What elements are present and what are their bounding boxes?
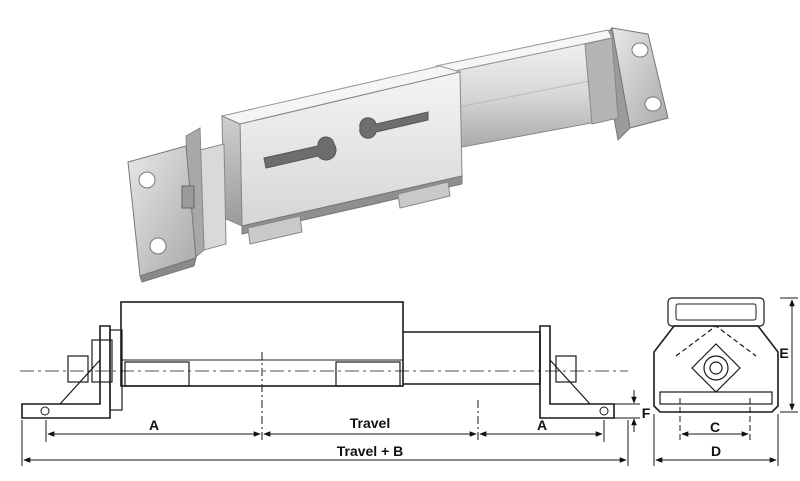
dim-label-travel: Travel bbox=[350, 415, 390, 431]
dim-label-d: D bbox=[711, 443, 721, 459]
square-rod bbox=[435, 29, 619, 151]
handle-loop bbox=[667, 297, 765, 327]
isometric-view bbox=[127, 26, 669, 283]
dim-label-a-left: A bbox=[149, 417, 159, 433]
right-bracket-outline bbox=[539, 325, 615, 419]
side-elevation bbox=[20, 301, 628, 419]
end-elevation bbox=[653, 297, 779, 413]
housing-foot-right bbox=[397, 181, 451, 209]
housing-foot-left bbox=[247, 215, 303, 245]
side-dimensions bbox=[21, 352, 640, 466]
dim-label-e: E bbox=[779, 345, 788, 361]
end-body-outline bbox=[653, 325, 779, 413]
dim-label-travel-plus-b: Travel + B bbox=[337, 443, 404, 459]
hex-nut bbox=[181, 185, 195, 209]
left-bracket-outline bbox=[21, 325, 111, 419]
dim-label-f: F bbox=[642, 405, 651, 421]
slide-housing bbox=[220, 65, 463, 245]
left-mounting-plate bbox=[127, 127, 227, 283]
rod-outline bbox=[403, 331, 541, 385]
end-dimensions bbox=[653, 297, 798, 466]
slot-right bbox=[359, 111, 429, 139]
dim-label-c: C bbox=[710, 419, 720, 435]
dim-label-a-right: A bbox=[537, 417, 547, 433]
slot-left bbox=[263, 136, 337, 169]
